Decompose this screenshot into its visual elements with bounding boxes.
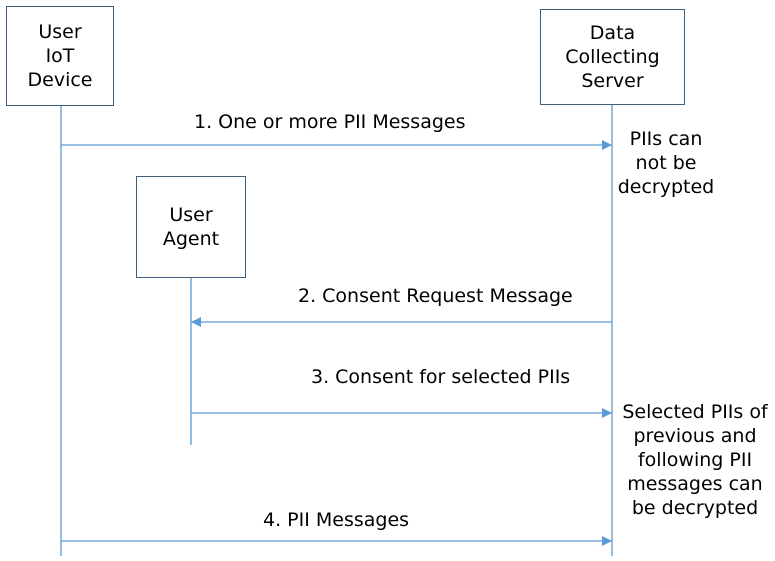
participant-agent: User Agent bbox=[136, 176, 246, 278]
message-1-label: 1. One or more PII Messages bbox=[194, 111, 466, 133]
participant-server-label: Data Collecting Server bbox=[565, 22, 660, 92]
participant-device: User IoT Device bbox=[6, 6, 114, 106]
message-3-label: 3. Consent for selected PIIs bbox=[311, 366, 571, 388]
participant-agent-label: User Agent bbox=[162, 204, 220, 250]
note-not-decrypted: PIIs can not be decrypted bbox=[617, 128, 715, 198]
participant-device-label: User IoT Device bbox=[27, 21, 93, 91]
note-decrypted: Selected PIIs of previous and following … bbox=[622, 401, 768, 519]
message-4-label: 4. PII Messages bbox=[263, 509, 410, 531]
message-2-label: 2. Consent Request Message bbox=[298, 285, 573, 307]
participant-server: Data Collecting Server bbox=[540, 9, 685, 105]
